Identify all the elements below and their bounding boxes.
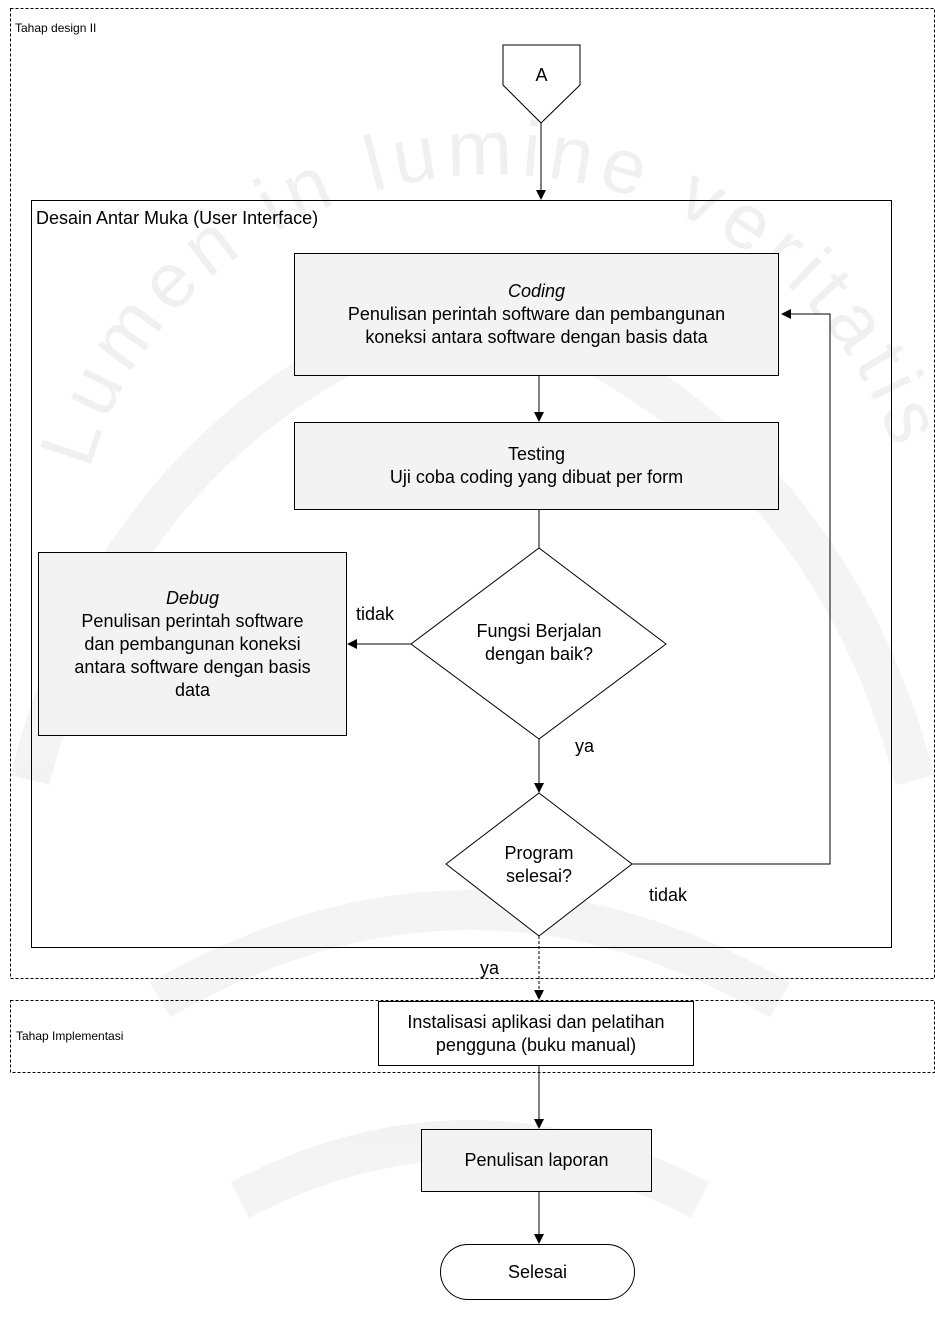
coding-line1: Penulisan perintah software dan pembangu… <box>347 304 726 324</box>
debug-line4: data <box>174 679 211 700</box>
decision-function-text: Fungsi Berjalan dengan baik? <box>431 620 647 666</box>
arrow-program-loop <box>632 309 831 865</box>
swimlane-implementation-label: Tahap Implementasi <box>16 1029 124 1043</box>
decision-function-shape <box>410 547 667 740</box>
decision-function-line1: Fungsi Berjalan <box>476 621 602 641</box>
install-box: Instalisasi aplikasi dan pelatihan pengg… <box>378 1001 694 1066</box>
coding-title: Coding <box>507 281 566 301</box>
decision-program-line1: Program <box>504 843 574 863</box>
testing-title: Testing <box>507 444 566 464</box>
debug-line3: antara software dengan basis <box>74 656 311 677</box>
install-line1: Instalisasi aplikasi dan pelatihan <box>407 1011 665 1032</box>
debug-line1: Penulisan perintah software <box>81 610 304 631</box>
coding-line2: koneksi antara software dengan basis dat… <box>365 327 708 347</box>
edge-label-tidak-debug: tidak <box>356 604 395 624</box>
report-box: Penulisan laporan <box>421 1129 652 1192</box>
connector-shape <box>502 44 581 124</box>
edge-label-ya-program: ya <box>480 958 500 978</box>
debug-line2: dan pembangunan koneksi <box>84 633 301 654</box>
install-line2: pengguna (buku manual) <box>435 1034 637 1055</box>
debug-box: Debug Penulisan perintah software dan pe… <box>38 552 347 736</box>
terminator: Selesai <box>440 1244 635 1300</box>
terminator-label: Selesai <box>507 1261 568 1282</box>
edge-label-tidak-program: tidak <box>649 885 688 905</box>
edge-label-ya-function: ya <box>575 736 595 756</box>
ui-group-label: Desain Antar Muka (User Interface) <box>36 208 319 228</box>
connector-label: A <box>535 65 548 85</box>
decision-program-text: Program selesai? <box>466 842 612 888</box>
coding-box: Coding Penulisan perintah software dan p… <box>294 253 779 376</box>
swimlane-design <box>10 8 935 979</box>
debug-title: Debug <box>165 587 220 608</box>
swimlane-design-label: Tahap design II <box>15 21 97 35</box>
ui-group-border <box>31 200 892 948</box>
report-label: Penulisan laporan <box>464 1150 609 1170</box>
testing-box: Testing Uji coba coding yang dibuat per … <box>294 422 779 510</box>
testing-line1: Uji coba coding yang dibuat per form <box>389 467 684 487</box>
decision-program-line2: selesai? <box>505 866 573 886</box>
decision-function-line2: dengan baik? <box>484 644 594 664</box>
